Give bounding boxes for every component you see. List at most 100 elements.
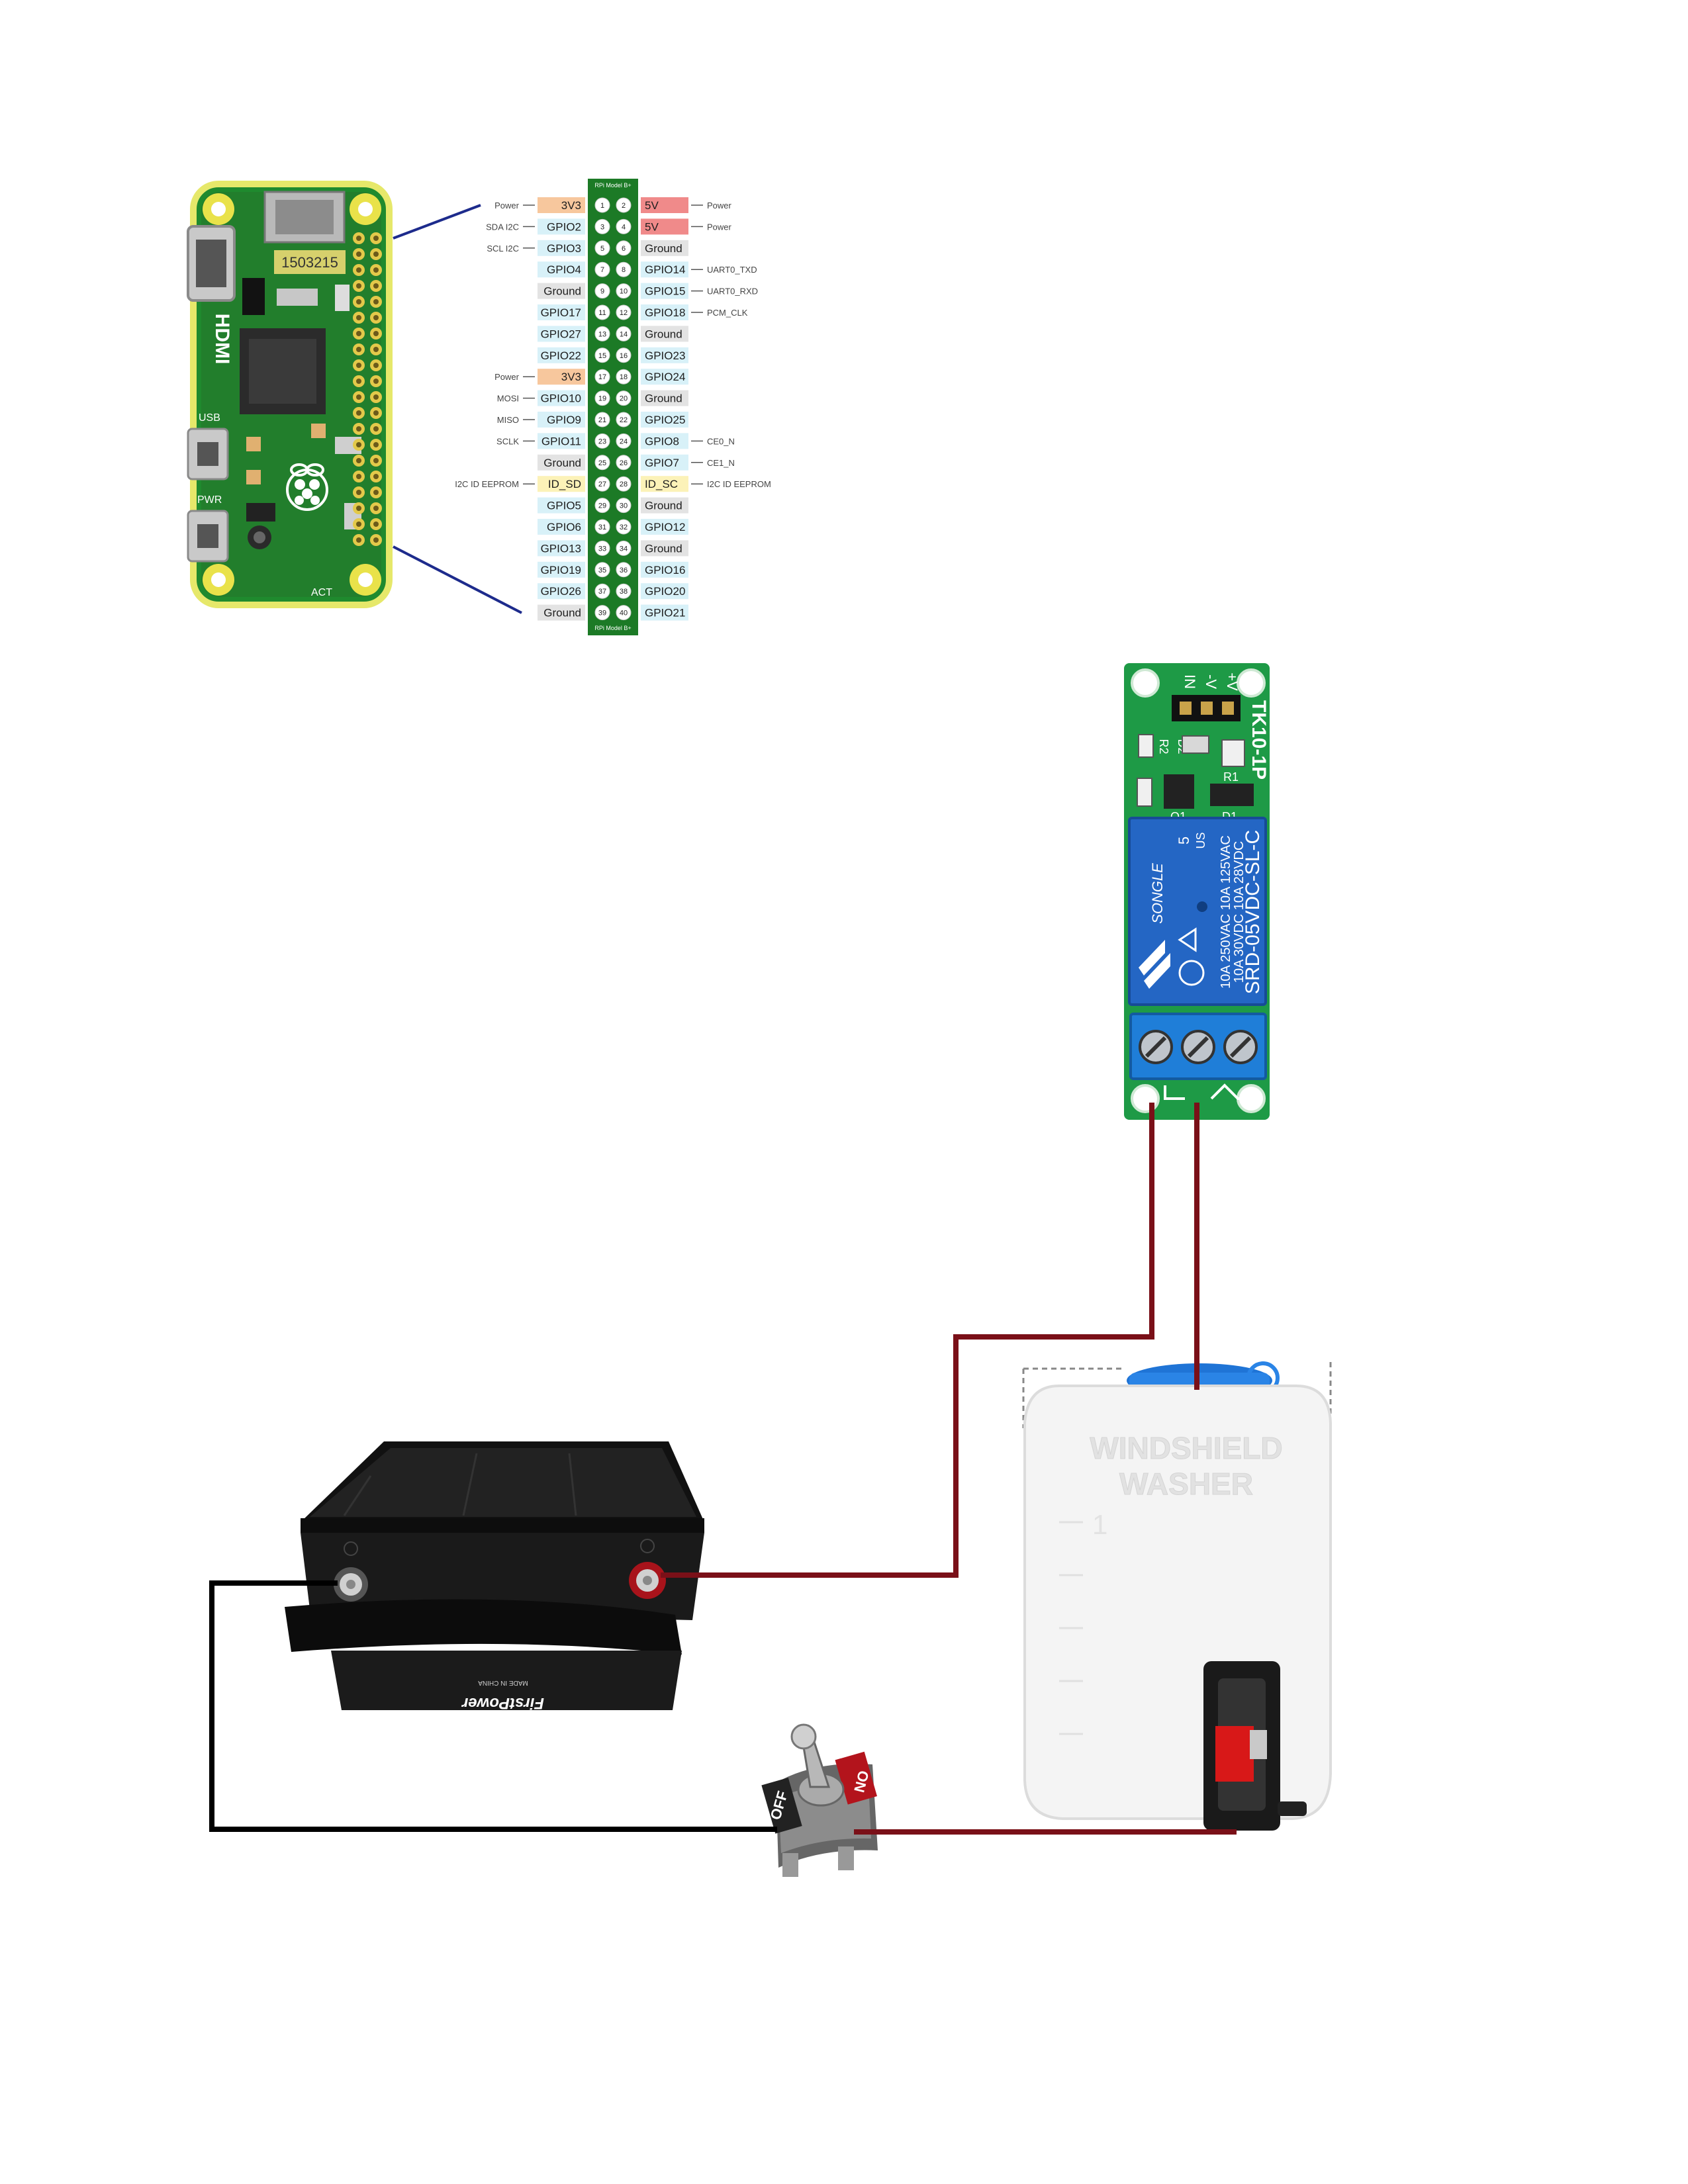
header-hole-center	[373, 267, 379, 273]
pin-number-right: 4	[622, 223, 626, 231]
header-hole-center	[373, 331, 379, 336]
battery-brand: FirstPower	[461, 1694, 544, 1712]
battery: FirstPower MADE IN CHINA	[285, 1441, 704, 1712]
header-hole-center	[356, 506, 361, 511]
pin-name-right: GPIO12	[645, 521, 685, 533]
header-hole-center	[373, 506, 379, 511]
pin-number-right: 38	[620, 588, 628, 596]
pin-name-left: GPIO11	[541, 435, 581, 447]
header-hole-center	[356, 426, 361, 432]
pin-name-left: 3V3	[561, 199, 581, 212]
pin-name-left: GPIO6	[547, 521, 581, 533]
pin-number-left: 1	[600, 202, 604, 210]
pump-connector	[1215, 1726, 1254, 1782]
pin-number-right: 36	[620, 567, 628, 574]
pwr-label: PWR	[197, 494, 222, 506]
relay-r1: R1	[1223, 770, 1239, 784]
tank-label-line1: WINDSHIELD	[1090, 1431, 1282, 1465]
pin-number-left: 5	[600, 245, 604, 253]
pin-number-right: 26	[620, 459, 628, 467]
pin-number-left: 11	[598, 309, 606, 317]
pin-name-right: GPIO24	[645, 371, 685, 383]
pin-desc-left: MOSI	[497, 394, 519, 404]
pin-number-right: 22	[620, 416, 628, 424]
pin-name-right: GPIO20	[645, 585, 685, 598]
pin-number-right: 18	[620, 373, 628, 381]
header-hole-center	[373, 537, 379, 543]
header-hole-center	[356, 458, 361, 463]
pin-desc-right: Power	[707, 201, 732, 210]
pin-name-right: GPIO16	[645, 564, 685, 576]
relay-rating-2: 10A 30VDC 10A 28VDC	[1232, 841, 1246, 983]
pin-number-left: 23	[598, 437, 606, 445]
header-hole-center	[356, 283, 361, 289]
pin-desc-left: MISO	[497, 415, 519, 425]
pinout-row: GPIO478GPIO14UART0_TXD	[538, 261, 757, 277]
pin-desc-right: Power	[707, 222, 732, 232]
pin-desc-left: Power	[494, 372, 520, 382]
pinout-row: Ground910GPIO15UART0_RXD	[538, 283, 758, 299]
relay-brand: SONGLE	[1149, 863, 1166, 924]
pin-number-left: 3	[600, 223, 604, 231]
pin-desc-right: CE0_N	[707, 436, 735, 446]
pin-number-right: 28	[620, 480, 628, 488]
pin-name-right: GPIO25	[645, 414, 685, 426]
header-hole-center	[373, 251, 379, 257]
relay-pin-neg: -V	[1203, 674, 1219, 689]
pin-number-left: 19	[598, 395, 606, 403]
pin-name-right: 5V	[645, 199, 659, 212]
pin-number-right: 40	[620, 610, 628, 617]
pin-name-left: GPIO4	[547, 263, 581, 276]
pin-name-left: GPIO10	[541, 392, 581, 405]
pin-name-right: Ground	[645, 328, 682, 340]
pin-desc-left: I2C ID EEPROM	[455, 479, 519, 489]
terminal-screw	[1140, 1031, 1172, 1063]
pin-number-left: 15	[598, 352, 606, 360]
tank-level-mark: 1	[1092, 1509, 1107, 1540]
header-hole-center	[356, 363, 361, 368]
pin-name-left: Ground	[543, 285, 581, 298]
relay-rating-1: 10A 250VAC 10A 125VAC	[1219, 835, 1233, 989]
header-hole-center	[373, 236, 379, 241]
pin-number-left: 31	[598, 523, 606, 531]
tank-label-line2: WASHER	[1119, 1467, 1253, 1501]
raspberry-pi-zero-board: HDMI 1503215 USB PWR ACT	[188, 184, 389, 605]
header-hole-center	[373, 442, 379, 447]
pin-name-left: GPIO22	[541, 349, 581, 362]
pin-number-right: 12	[620, 309, 628, 317]
relay-r2: R2	[1157, 739, 1170, 754]
pin-number-right: 14	[620, 330, 628, 338]
pin-number-right: 10	[620, 288, 628, 296]
pin-number-right: 20	[620, 395, 628, 403]
toggle-switch: ON OFF	[761, 1725, 878, 1877]
pin-name-right: Ground	[645, 242, 682, 255]
pin-name-right: GPIO18	[645, 306, 685, 319]
pin-number-left: 13	[598, 330, 606, 338]
pin-number-left: 17	[598, 373, 606, 381]
header-hole-center	[373, 426, 379, 432]
battery-positive-terminal	[629, 1562, 666, 1599]
pin-number-right: 34	[620, 545, 628, 553]
pinout-footer-label: RPi Model B+	[594, 625, 631, 631]
header-hole-center	[356, 251, 361, 257]
pin-name-left: GPIO17	[541, 306, 581, 319]
pin-name-left: GPIO5	[547, 500, 581, 512]
pin-name-right: GPIO7	[645, 457, 679, 469]
pin-desc-right: PCM_CLK	[707, 308, 748, 318]
terminal-screw	[1225, 1031, 1256, 1063]
pin-name-left: GPIO19	[541, 564, 581, 576]
pin-name-right: 5V	[645, 220, 659, 233]
header-callout-line	[393, 205, 481, 238]
header-hole-center	[356, 267, 361, 273]
pin-name-left: GPIO2	[547, 220, 581, 233]
pin-name-left: ID_SD	[548, 478, 581, 490]
pin-number-right: 30	[620, 502, 628, 510]
header-hole-center	[373, 363, 379, 368]
header-hole-center	[373, 283, 379, 289]
pin-name-left: GPIO26	[541, 585, 581, 598]
pin-desc-left: Power	[494, 201, 520, 210]
header-hole-center	[356, 299, 361, 304]
header-hole-center	[373, 474, 379, 479]
relay-pin-in: IN	[1182, 674, 1198, 689]
header-hole-center	[356, 315, 361, 320]
